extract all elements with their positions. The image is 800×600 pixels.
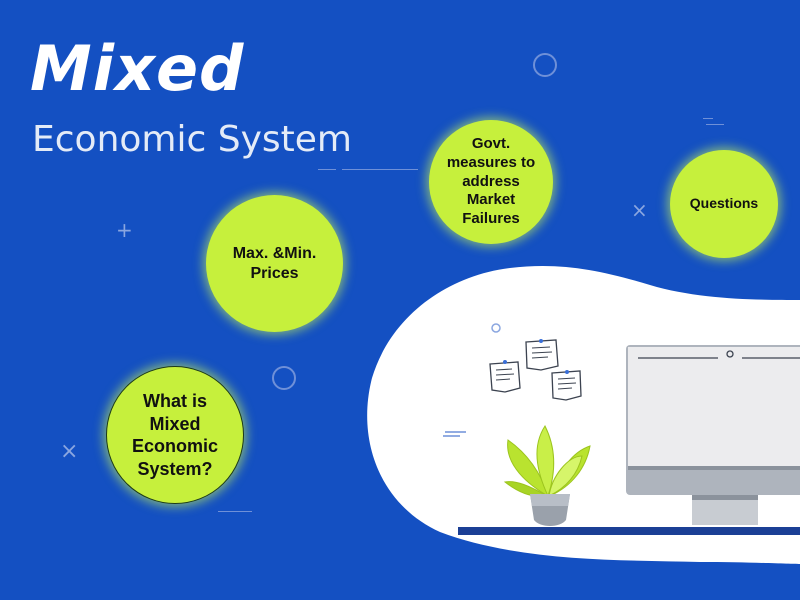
cross-icon: × — [60, 439, 79, 464]
desk-surface — [458, 527, 800, 535]
divider-line — [706, 124, 724, 125]
topic-govt-measures-market-failures[interactable]: Govt. measures to address Market Failure… — [429, 120, 553, 244]
sticky-note-icon — [489, 360, 521, 393]
divider-line — [703, 118, 713, 119]
plant-icon — [503, 424, 591, 526]
bubble-label: Govt. measures to address Market Failure… — [446, 135, 536, 228]
slide-subtitle: Economic System — [32, 119, 352, 160]
topic-questions[interactable]: Questions — [670, 150, 778, 258]
topic-what-is-mixed-economic-system[interactable]: What is Mixed Economic System? — [106, 366, 244, 504]
sticky-note-icon — [525, 339, 559, 371]
bubble-label: What is Mixed Economic System? — [131, 391, 219, 479]
sticky-note-icon — [551, 370, 582, 401]
circle-outline-icon — [272, 366, 296, 390]
slide-title: Mixed — [30, 32, 245, 105]
monitor-icon — [626, 345, 800, 525]
bubble-label: Max. &Min. Prices — [232, 244, 317, 282]
divider-line — [218, 511, 252, 512]
cross-icon: × — [631, 198, 648, 222]
topic-max-min-prices[interactable]: Max. &Min. Prices — [206, 195, 343, 332]
divider-line — [318, 169, 336, 170]
circle-outline-icon — [491, 323, 501, 333]
circle-outline-icon — [533, 53, 557, 77]
plus-icon: + — [116, 218, 133, 242]
divider-line — [342, 169, 418, 170]
bubble-label: Questions — [689, 195, 759, 212]
